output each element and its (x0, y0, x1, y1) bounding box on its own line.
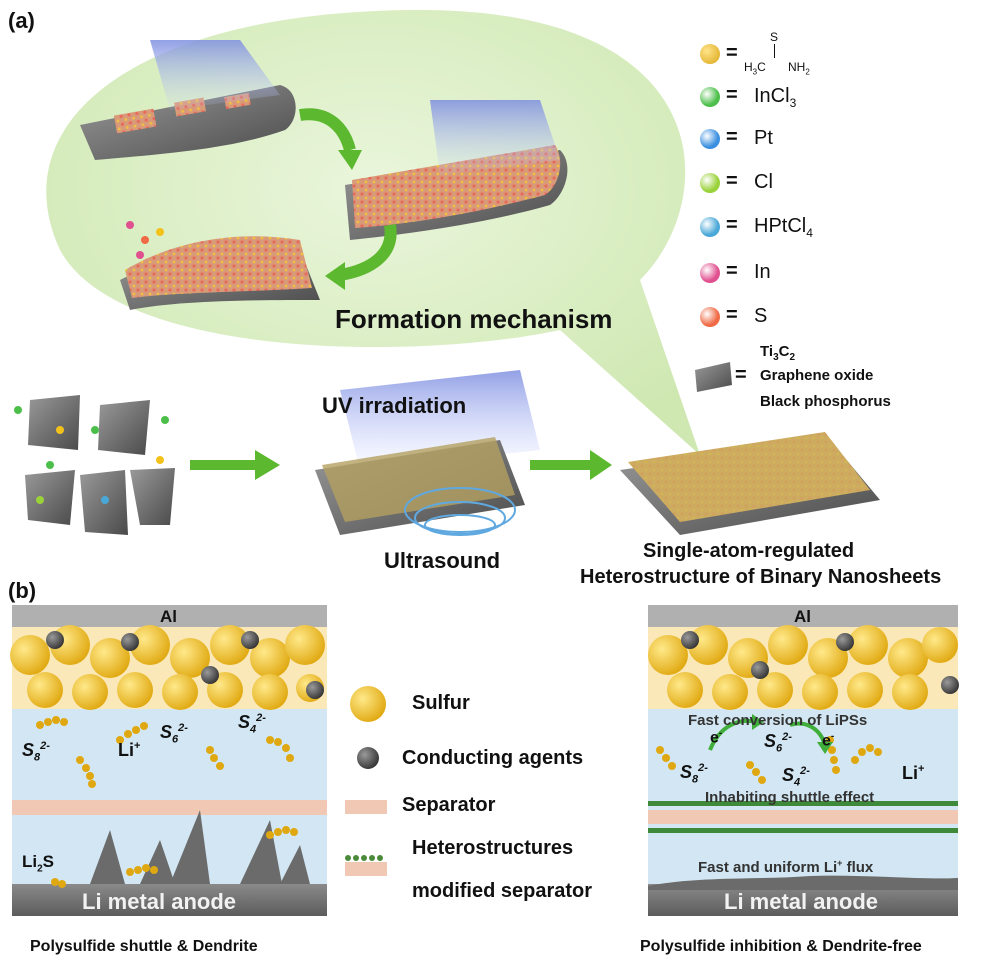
legend-separator: Separator (402, 794, 496, 816)
precursor-mixture (14, 395, 175, 535)
right-al-label: Al (794, 607, 811, 626)
thioacetamide-s: S (770, 30, 779, 44)
formation-step-3 (120, 221, 320, 310)
right-electron-1: e- (710, 728, 723, 747)
thioacetamide-bond (774, 44, 775, 58)
left-s4-label: S42- (238, 712, 266, 736)
product-nanosheets (620, 432, 880, 535)
thioacetamide-h3c: H3C (744, 60, 766, 77)
electron-arrowhead-1 (752, 714, 764, 730)
legend-equals: = (726, 214, 738, 236)
left-al-label: Al (160, 607, 177, 626)
legend-label: In (754, 261, 771, 283)
legend-item: = Pt (700, 126, 900, 152)
legend-support-2: Graphene oxide (760, 367, 874, 384)
right-flux-label: Fast and uniform Li+ flux (698, 858, 874, 876)
thioacetamide-nh2: NH2 (788, 60, 810, 77)
legend-item: = HPtCl4 (700, 214, 900, 240)
legend-item: = InCl3 (700, 84, 900, 110)
panel-b-illustration (10, 605, 959, 916)
product-title-line1: Single-atom-regulated (643, 540, 855, 562)
legend-sulfur: Sulfur (412, 692, 470, 714)
ultrasound-label: Ultrasound (384, 548, 501, 573)
right-anode-label: Li metal anode (724, 889, 879, 914)
right-s6-label: S62- (764, 731, 792, 755)
right-caption: Polysulfide inhibition & Dendrite-free (640, 938, 922, 955)
formation-step-1 (80, 40, 296, 160)
formation-step-2 (345, 100, 568, 240)
left-s6-label: S62- (160, 722, 188, 746)
legend-equals: = (726, 84, 738, 106)
right-li-plus-label: Li+ (902, 763, 925, 783)
right-polysulfide-chains (656, 736, 882, 784)
legend-heterostructures: Heterostructures (412, 837, 574, 859)
right-fast-conversion: Fast conversion of LiPSs (688, 712, 868, 729)
left-li-plus-label: Li+ (118, 740, 141, 760)
legend-label: InCl3 (754, 85, 797, 110)
legend-label: Pt (754, 127, 773, 149)
legend-item: =S (700, 304, 900, 330)
formation-mechanism-title: Formation mechanism (335, 304, 613, 334)
legend-dot (700, 217, 720, 237)
legend-equals: = (726, 304, 738, 326)
legend-label: HPtCl4 (754, 215, 813, 240)
legend-support-equals: = (735, 364, 747, 386)
process-arrow-1 (190, 450, 280, 480)
legend-dot (700, 173, 720, 193)
legend-support-1: Ti3C2 (760, 343, 796, 363)
right-s8-label: S82- (680, 762, 708, 786)
panel-b-label: (b) (8, 578, 37, 603)
legend-dot-thioacetamide (700, 44, 720, 64)
legend-item: = Cl (700, 170, 900, 196)
panel-a-illustration (14, 10, 880, 536)
legend-support-icon (695, 362, 732, 392)
electron-arrows (708, 719, 827, 751)
legend-dot (700, 307, 720, 327)
legend-modified-separator: modified separator (412, 880, 593, 902)
left-polysulfide-chains (36, 716, 298, 888)
legend-equals: = (726, 260, 738, 282)
left-cathode-particles (10, 625, 325, 710)
right-electron-2: e- (822, 731, 835, 750)
uv-reactor (315, 370, 540, 536)
formation-arrow-2 (338, 224, 397, 281)
legend-item: = In (700, 260, 900, 286)
legend-conducting-agents: Conducting agents (402, 747, 584, 769)
panel-a-label: (a) (8, 8, 35, 33)
legend-label: Cl (754, 171, 773, 193)
legend-equals: = (726, 170, 738, 192)
left-anode-label: Li metal anode (82, 889, 237, 914)
legend-dot (700, 263, 720, 283)
right-s4-label: S42- (782, 765, 810, 789)
left-caption: Polysulfide shuttle & Dendrite (30, 938, 258, 955)
left-li2s-label: Li2S (22, 852, 55, 875)
right-inhibiting-label: Inhabiting shuttle effect (705, 789, 875, 806)
left-s8-label: S82- (22, 740, 50, 764)
electron-arrowhead-2 (817, 742, 833, 754)
legend-dot (700, 129, 720, 149)
right-cathode-particles (648, 625, 959, 710)
legend-dot (700, 87, 720, 107)
product-title-line2: Heterostructure of Binary Nanosheets (580, 566, 942, 588)
panel-b-legend-icons (345, 686, 387, 876)
uv-irradiation-label: UV irradiation (322, 393, 467, 418)
legend-support-3: Black phosphorus (760, 393, 891, 410)
legend-equals: = (726, 42, 738, 64)
process-arrow-2 (530, 450, 612, 480)
legend-equals: = (726, 126, 738, 148)
legend-thioacetamide: = S H3C NH2 (700, 30, 820, 80)
formation-arrow-1 (299, 108, 356, 152)
legend-label: S (754, 305, 768, 327)
